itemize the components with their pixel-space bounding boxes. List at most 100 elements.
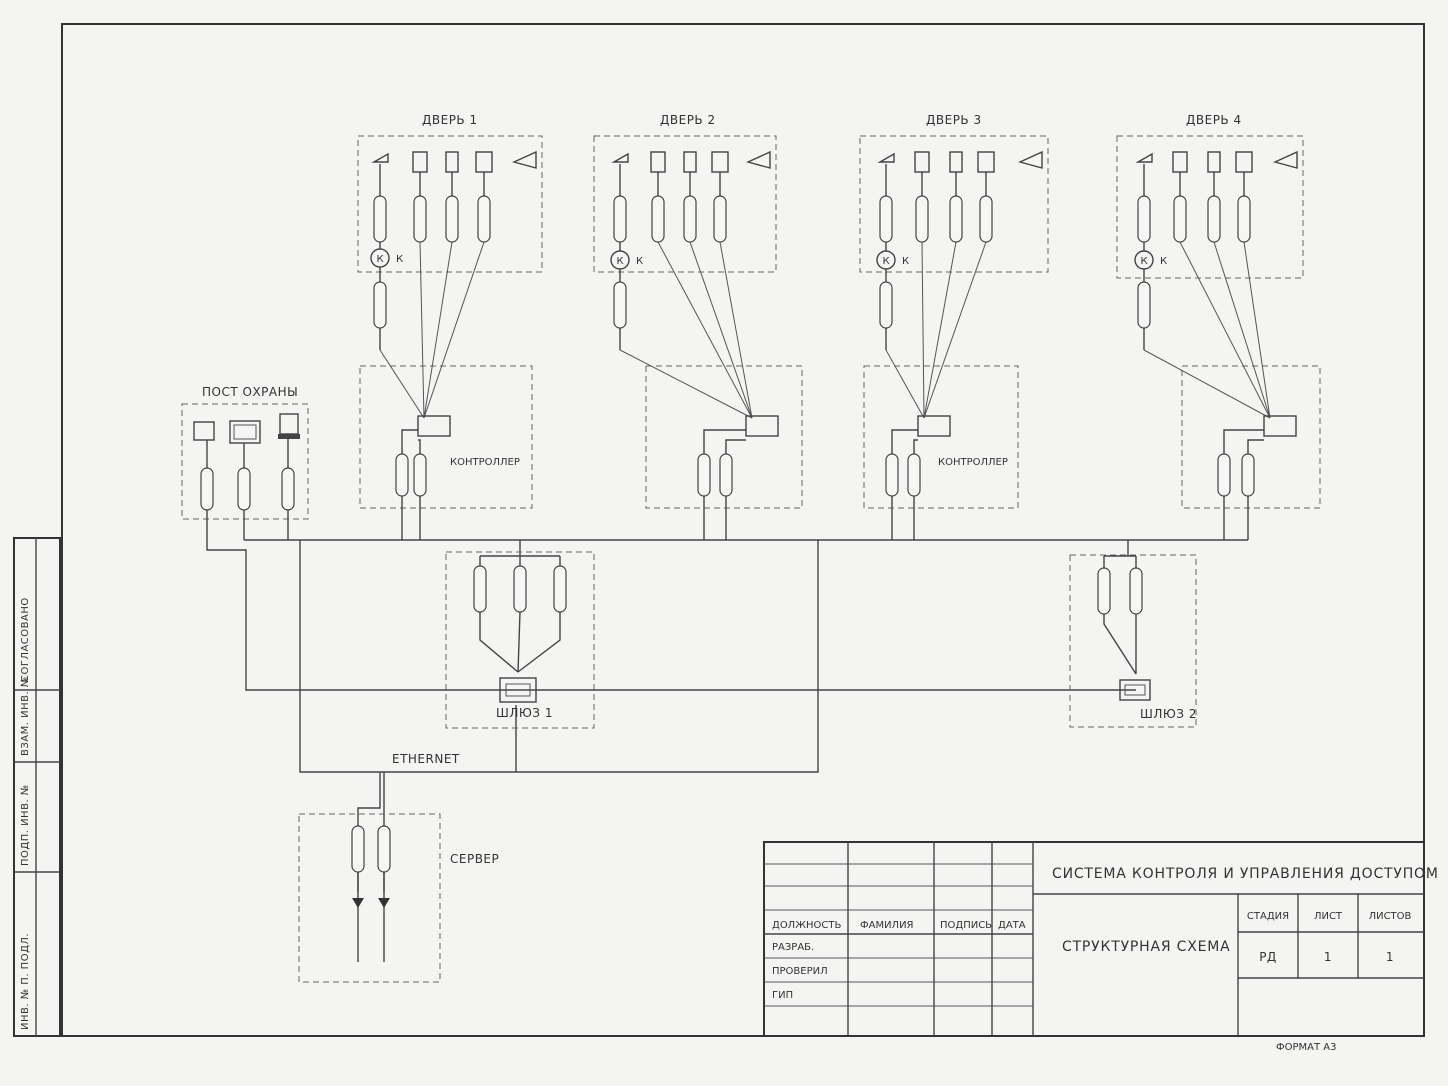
server-connector-1 xyxy=(351,825,365,873)
siren-icon xyxy=(1017,150,1043,169)
controller-box xyxy=(359,365,533,509)
server-arrow-icon xyxy=(378,898,390,908)
lock-icon xyxy=(1235,151,1253,173)
header-surname: ФАМИЛИЯ xyxy=(860,920,914,931)
gateway-2-connector-2 xyxy=(1129,567,1143,615)
stamp-sign-inv: ПОДП. ИНВ. № xyxy=(20,784,31,866)
stamp-inv-original: ИНВ. № П. ПОДЛ. xyxy=(20,933,31,1030)
header-date: ДАТА xyxy=(998,920,1026,931)
server-arrow-icon xyxy=(352,898,364,908)
door-label: ДВЕРЬ 3 xyxy=(926,113,982,127)
gateway-1-connector-1 xyxy=(473,565,487,613)
door-connector xyxy=(1137,195,1151,243)
junction-k-label: К xyxy=(396,254,403,265)
door-connector xyxy=(1207,195,1221,243)
stage-value: РД xyxy=(1259,950,1277,964)
stamp-replace-inv: ВЗАМ. ИНВ. № xyxy=(20,676,31,756)
junction-k-label: К xyxy=(636,256,643,267)
cable-connector xyxy=(879,281,893,329)
siren-icon xyxy=(511,150,537,169)
siren-icon xyxy=(745,150,771,169)
door-connector xyxy=(1237,195,1251,243)
door-connector xyxy=(949,195,963,243)
sheet-value: 1 xyxy=(1324,950,1332,964)
header-signature: ПОДПИСЬ xyxy=(940,920,992,931)
gateway-2-connector-1 xyxy=(1097,567,1111,615)
sheets-header: ЛИСТОВ xyxy=(1369,911,1412,922)
cable-connector xyxy=(373,281,387,329)
controller-box xyxy=(645,365,803,509)
door-label: ДВЕРЬ 2 xyxy=(660,113,716,127)
cable-connector xyxy=(1137,281,1151,329)
side-stamp: СОГЛАСОВАНО ВЗАМ. ИНВ. № ПОДП. ИНВ. № ИН… xyxy=(13,537,61,1037)
door-connector xyxy=(445,195,459,243)
guard-connector-1 xyxy=(200,467,214,511)
computer-icon xyxy=(279,413,299,435)
lock-icon xyxy=(977,151,995,173)
server-connector-2 xyxy=(377,825,391,873)
system-title: СИСТЕМА КОНТРОЛЯ И УПРАВЛЕНИЯ ДОСТУПОМ xyxy=(1052,866,1439,882)
door-connector xyxy=(651,195,665,243)
card-reader-icon xyxy=(877,152,895,163)
junction-k-symbol: К xyxy=(616,256,623,267)
cable-connector xyxy=(613,281,627,329)
controller-label: КОНТРОЛЛЕР xyxy=(938,457,1008,468)
gateway-2: ШЛЮЗ 2 xyxy=(1069,554,1197,728)
door-connector xyxy=(915,195,929,243)
door-sensor-icon xyxy=(949,151,963,173)
guard-post: ПОСТ ОХРАНЫ xyxy=(181,385,309,520)
door-connector xyxy=(879,195,893,243)
junction-k-symbol: К xyxy=(882,256,889,267)
door-connector xyxy=(413,195,427,243)
sheet-header: ЛИСТ xyxy=(1314,911,1343,922)
controller-box xyxy=(863,365,1019,509)
door-sensor-icon xyxy=(1207,151,1221,173)
gateway-1-connector-2 xyxy=(513,565,527,613)
bus-connector xyxy=(413,453,427,497)
controller-device xyxy=(417,415,451,437)
bus-connector xyxy=(1241,453,1255,497)
door-sensor-icon xyxy=(683,151,697,173)
door-2: ДВЕРЬ 2 К К xyxy=(593,113,803,540)
guard-connector-3 xyxy=(281,467,295,511)
door-connector xyxy=(713,195,727,243)
ethernet-label: ETHERNET xyxy=(392,752,460,766)
gateway-2-label: ШЛЮЗ 2 xyxy=(1140,707,1197,721)
gateway-1-device xyxy=(499,677,537,703)
server: СЕРВЕР xyxy=(298,813,499,983)
exit-button-icon xyxy=(914,151,930,173)
door-connector xyxy=(373,195,387,243)
stage-header: СТАДИЯ xyxy=(1247,911,1289,922)
lock-icon xyxy=(475,151,493,173)
junction-k-label: К xyxy=(1160,256,1167,267)
bus-connector xyxy=(1217,453,1231,497)
bus-connector xyxy=(907,453,921,497)
network-lines xyxy=(206,510,1248,892)
role-developer: РАЗРАБ. xyxy=(772,942,814,953)
exit-button-icon xyxy=(650,151,666,173)
controller-device xyxy=(1263,415,1297,437)
controller-label: КОНТРОЛЛЕР xyxy=(450,457,520,468)
door-connector xyxy=(613,195,627,243)
title-block: СИСТЕМА КОНТРОЛЯ И УПРАВЛЕНИЯ ДОСТУПОМ С… xyxy=(763,841,1439,1037)
siren-icon xyxy=(1272,150,1298,169)
guard-connector-2 xyxy=(237,467,251,511)
junction-k-symbol: К xyxy=(1140,256,1147,267)
role-chief: ГИП xyxy=(772,990,793,1001)
door-3: ДВЕРЬ 3 К К КОНТРОЛЛЕР xyxy=(859,113,1049,540)
gateway-2-device xyxy=(1119,679,1151,701)
server-label: СЕРВЕР xyxy=(450,852,499,866)
bus-connector xyxy=(395,453,409,497)
intercom-icon xyxy=(193,421,215,441)
format-label: ФОРМАТ А3 xyxy=(1276,1042,1336,1053)
door-sensor-icon xyxy=(445,151,459,173)
exit-button-icon xyxy=(412,151,428,173)
controller-device xyxy=(745,415,779,437)
drawing-title: СТРУКТУРНАЯ СХЕМА xyxy=(1062,939,1231,955)
junction-k-label: К xyxy=(902,256,909,267)
bus-connector xyxy=(885,453,899,497)
bus-connector xyxy=(719,453,733,497)
